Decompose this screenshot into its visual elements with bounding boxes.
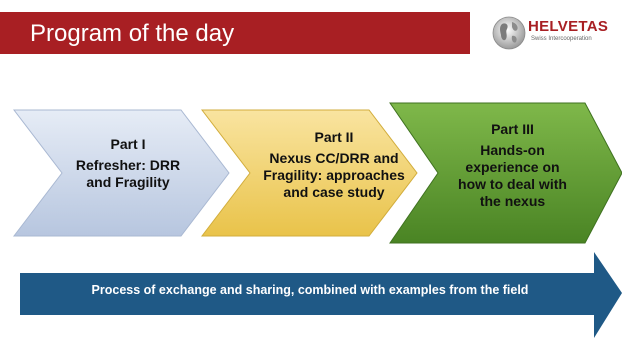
part-2-title: Part II (314, 129, 354, 145)
part-1-text: Part I Refresher: DRR and Fragility (62, 136, 194, 191)
part-1-chevron (12, 109, 230, 237)
logo-name: HELVETAS (528, 18, 609, 35)
part-3-description: Hands-on experience on how to deal with … (458, 142, 567, 209)
helvetas-logo: HELVETAS Swiss Intercooperation (490, 12, 622, 54)
process-arrow (20, 252, 622, 338)
title-bar: Program of the day (0, 12, 470, 54)
part-2-text: Part II Nexus CC/DRR and Fragility: appr… (256, 129, 412, 201)
globe-icon (492, 16, 526, 50)
part-2-description: Nexus CC/DRR and Fragility: approaches a… (263, 150, 405, 200)
part-3-title: Part III (491, 121, 534, 137)
part-1-title: Part I (110, 136, 146, 152)
part-2-chevron (200, 109, 418, 237)
slide-title: Program of the day (30, 20, 235, 47)
part-3-text: Part III Hands-on experience on how to d… (455, 121, 570, 210)
logo-subtitle: Swiss Intercooperation (531, 36, 592, 42)
part-3-chevron (389, 102, 622, 244)
part-1-description: Refresher: DRR and Fragility (75, 157, 181, 190)
process-text: Process of exchange and sharing, combine… (91, 283, 529, 297)
